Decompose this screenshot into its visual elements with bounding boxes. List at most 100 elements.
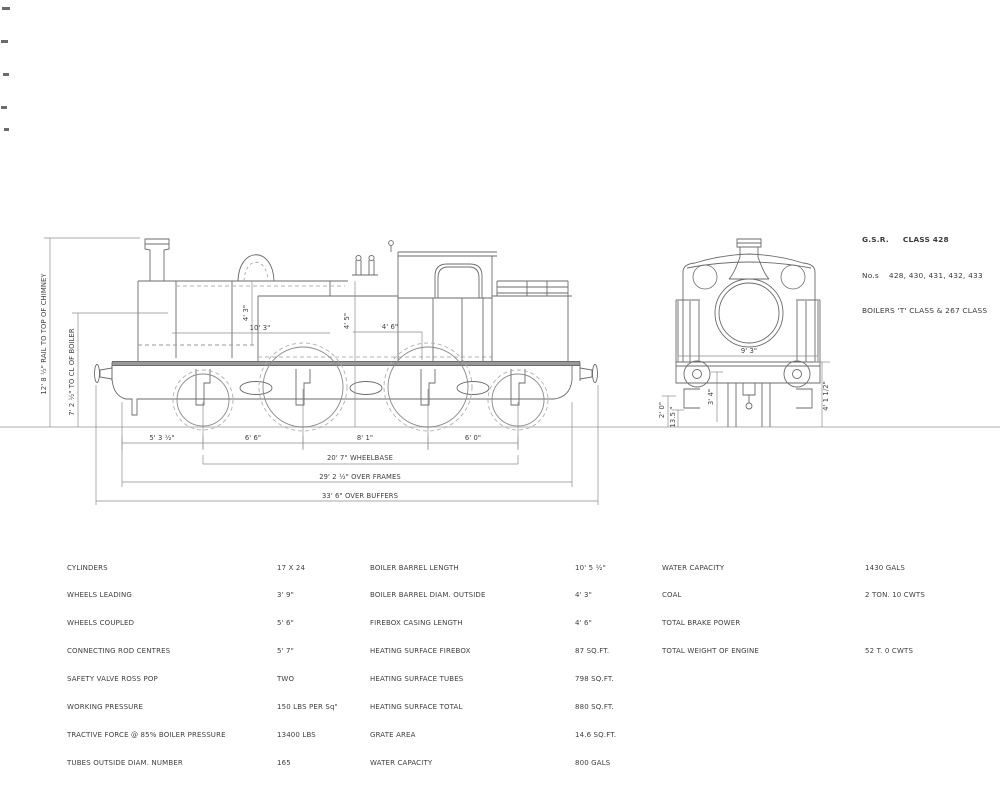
spec-label: TUBES OUTSIDE DIAM. NUMBER (67, 758, 183, 767)
front-buffer (94, 362, 113, 383)
coal-bunker (492, 280, 572, 362)
spec-row: WORKING PRESSURE 150 LBS PER Sq" (67, 703, 338, 712)
chimney (144, 238, 170, 281)
scan-artifact (1, 106, 7, 109)
safety-valves (352, 254, 378, 276)
dome-inner-dashed (243, 262, 269, 282)
numbers-label: No.s (862, 271, 879, 280)
dim-centre-height: 4' 5" (343, 313, 351, 329)
spec-label: GRATE AREA (370, 730, 416, 739)
spec-value: 798 SQ.FT. (575, 675, 614, 684)
frame-plate (111, 366, 573, 416)
spec-value: 165 (277, 758, 291, 767)
spec-value: 2 TON. 10 CWTS (865, 591, 925, 600)
front-buffers (683, 360, 811, 388)
cab-front-profile (682, 253, 816, 300)
dim-front-left-height2: 13.5 " (669, 406, 677, 427)
scan-artifact (2, 7, 10, 10)
spec-label: HEATING SURFACE TUBES (370, 675, 464, 684)
spec-label: WATER CAPACITY (370, 758, 433, 767)
spec-label: BOILER BARREL DIAM. OUTSIDE (370, 591, 486, 600)
spec-row: CONNECTING ROD CENTRES 5' 7" (67, 647, 338, 656)
front-elevation (675, 238, 821, 427)
spec-value: 14.6 SQ.FT. (575, 730, 617, 739)
spec-value: 3' 9" (277, 591, 295, 600)
spec-column-1: CYLINDERS 17 X 24 WHEELS LEADING 3' 9" WHE… (67, 545, 338, 787)
spec-value: 52 T. 0 CWTS (865, 647, 914, 656)
spec-value: TWO (277, 675, 295, 684)
spec-label: WATER CAPACITY (662, 563, 725, 572)
smokebox-door (718, 282, 780, 344)
dim-chain-1: 5' 3 ½" (149, 434, 174, 442)
hornguide-slots (195, 369, 526, 406)
spec-label: FIREBOX CASING LENGTH (370, 619, 463, 628)
spec-label: TOTAL BRAKE POWER (662, 619, 741, 628)
rear-buffer (579, 362, 598, 383)
dim-wheelbase: 20' 7" WHEELBASE (327, 454, 393, 462)
side-elevation (94, 238, 598, 432)
spec-value: 800 GALS (575, 758, 611, 767)
spec-label: CYLINDERS (67, 563, 108, 572)
dim-barrel-length: 10' 3" (250, 324, 271, 332)
front-dimension-lines (662, 355, 830, 427)
scan-artifact (1, 40, 8, 43)
dome (237, 254, 275, 282)
dim-chain-3: 8' 1" (357, 434, 373, 442)
title-block: G.S.R. CLASS 428 No.s 428, 430, 431, 432… (862, 217, 987, 333)
spec-label: WHEELS LEADING (67, 591, 132, 600)
running-numbers: 428, 430, 431, 432, 433 (888, 271, 983, 280)
dim-over-frames: 29' 2 ½" OVER FRAMES (319, 473, 401, 481)
dim-chain-4: 6' 0" (465, 434, 481, 442)
spec-row: COAL 2 TON. 10 CWTS (662, 591, 925, 600)
dim-front-centre-height: 3' 4" (707, 389, 715, 405)
dim-rail-to-chimney: 12' 8 ½" RAIL TO TOP OF CHIMNEY (40, 273, 48, 395)
spec-label: WORKING PRESSURE (67, 703, 144, 712)
dim-firebox-length: 4' 6" (382, 323, 398, 331)
dim-front-width: 9' 3" (741, 347, 757, 355)
cab (397, 251, 497, 362)
dim-chain-2: 6' 6" (245, 434, 261, 442)
spec-value: 150 LBS PER Sq" (277, 703, 338, 712)
spec-row: SAFETY VALVE ROSS POP TWO (67, 675, 338, 684)
dim-over-buffers: 33' 6" OVER BUFFERS (322, 492, 398, 500)
spec-label: SAFETY VALVE ROSS POP (67, 675, 158, 684)
spec-row: TUBES OUTSIDE DIAM. NUMBER 165 (67, 759, 338, 768)
spec-value: 5' 7" (277, 647, 295, 656)
dim-boiler-centre-height: 7' 2 ½" TO CL OF BOILER (68, 328, 76, 416)
spec-label: HEATING SURFACE FIREBOX (370, 647, 471, 656)
spec-value: 4' 3" (575, 591, 593, 600)
dim-front-left-height: 2' 0" (658, 402, 666, 418)
chimney-front (728, 238, 770, 280)
spec-label: CONNECTING ROD CENTRES (67, 647, 171, 656)
spec-row: WATER CAPACITY 800 GALS (370, 759, 616, 768)
side-dimension-lines (44, 237, 599, 505)
leaf-springs (239, 381, 490, 395)
buffer-beam (675, 361, 821, 384)
spec-row: GRATE AREA 14.6 SQ.FT. (370, 731, 616, 740)
spec-label: WHEELS COUPLED (67, 619, 135, 628)
scan-artifact (3, 73, 9, 76)
class-label: CLASS 428 (902, 235, 949, 244)
tank-fronts (675, 299, 821, 362)
spec-label: BOILER BARREL LENGTH (370, 563, 459, 572)
whistle (388, 240, 394, 252)
spec-row: TOTAL BRAKE POWER (662, 619, 925, 628)
spec-row: CYLINDERS 17 X 24 (67, 564, 338, 573)
side-dimension-labels: 12' 8 ½" RAIL TO TOP OF CHIMNEY 7' 2 ½" … (40, 273, 481, 500)
title-row-class: G.S.R. CLASS 428 (862, 235, 987, 244)
spec-label: TRACTIVE FORCE @ 85% BOILER PRESSURE (67, 730, 226, 739)
smokebox-ring (714, 278, 784, 348)
spec-label: COAL (662, 591, 682, 600)
spectacle-window-right (780, 264, 806, 290)
spec-value: 17 X 24 (277, 563, 306, 572)
scan-artifact (4, 128, 9, 131)
spec-label: HEATING SURFACE TOTAL (370, 703, 463, 712)
